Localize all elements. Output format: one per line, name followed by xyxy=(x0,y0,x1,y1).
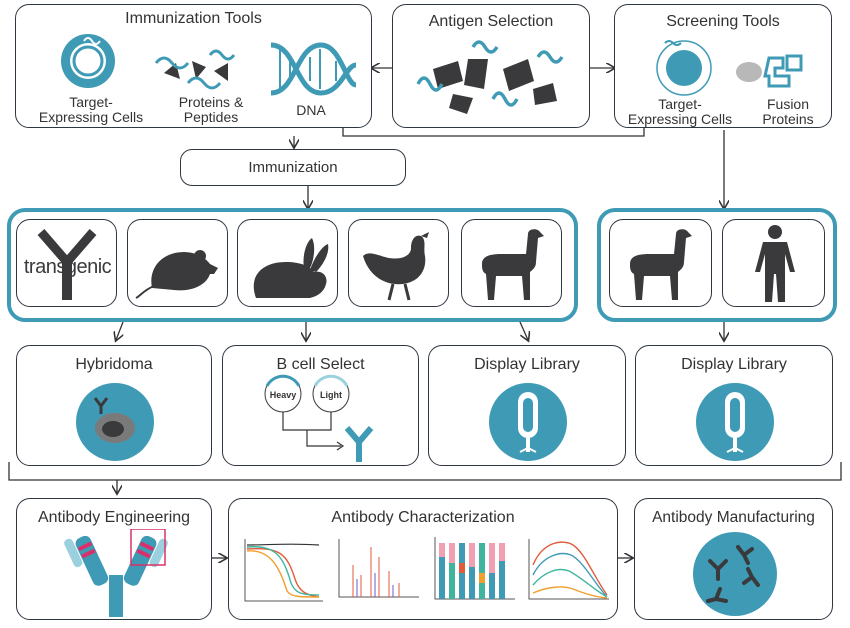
spectrum-plot-icon xyxy=(338,539,419,598)
screening-card-llama xyxy=(609,219,712,307)
antigen-protein-icon xyxy=(416,40,564,114)
host-card-llama xyxy=(461,219,562,307)
antibody-characterization-panel: Antibody Characterization xyxy=(228,498,618,620)
antigen-selection-title: Antigen Selection xyxy=(428,13,554,30)
screening-tools-panel: Screening Tools Target- Expressing Cells… xyxy=(614,4,832,128)
screening-tools-title: Screening Tools xyxy=(666,13,780,30)
host-card-transgenic: transgenic xyxy=(16,219,117,307)
binding-curve-plot-icon xyxy=(244,539,323,602)
display-library-panel-1: Display Library xyxy=(428,345,626,466)
immunization-tools-panel: Immunization Tools Target- Expressing Ce… xyxy=(15,4,372,128)
stacked-bar-plot-icon xyxy=(434,537,515,600)
hybridoma-panel: Hybridoma xyxy=(16,345,212,466)
fusion-proteins-label: Fusion Proteins xyxy=(762,96,814,127)
hybridoma-title: Hybridoma xyxy=(75,356,153,373)
immunization-label: Immunization xyxy=(248,159,338,176)
bcell-select-panel: B cell Select Heavy Light xyxy=(222,345,419,466)
host-card-rabbit xyxy=(237,219,338,307)
screening-card-human xyxy=(722,219,825,307)
proteins-peptides-label: Proteins & Peptides xyxy=(178,94,244,125)
target-cell-icon xyxy=(61,34,115,88)
host-card-chicken xyxy=(348,219,449,307)
antibody-engineering-panel: Antibody Engineering xyxy=(16,498,212,620)
dna-label: DNA xyxy=(296,102,326,118)
host-animals-group xyxy=(7,208,578,322)
immunization-step: Immunization xyxy=(180,149,406,186)
bioreactor-antibodies-icon xyxy=(693,532,777,616)
engineered-antibody-icon xyxy=(64,529,168,617)
chicken-icon xyxy=(363,232,429,301)
immunization-target-cells-label: Target- Expressing Cells xyxy=(38,94,144,125)
light-label: Light xyxy=(320,390,342,400)
display-library-title-2: Display Library xyxy=(681,356,787,373)
bcell-select-title: B cell Select xyxy=(276,356,365,373)
heavy-label: Heavy xyxy=(269,390,297,400)
phage-icon xyxy=(489,383,567,461)
immunization-tools-title: Immunization Tools xyxy=(125,10,262,27)
screening-target-cells-label: Target- Expressing Cells xyxy=(627,96,733,127)
kinetics-plot-icon xyxy=(528,539,609,600)
antibody-manufacturing-title: Antibody Manufacturing xyxy=(652,509,815,526)
display-library-title-1: Display Library xyxy=(474,356,580,373)
antibody-characterization-title: Antibody Characterization xyxy=(331,509,515,526)
phage-icon xyxy=(696,383,774,461)
hybridoma-cell-icon xyxy=(76,383,154,461)
mouse-icon xyxy=(135,250,218,299)
human-icon xyxy=(755,225,795,302)
screening-cell-icon xyxy=(656,40,712,96)
transgenic-icon xyxy=(37,229,97,300)
antigen-selection-panel: Antigen Selection xyxy=(392,4,590,128)
bcell-diagram xyxy=(264,374,374,462)
dna-icon xyxy=(270,42,357,96)
screening-hosts-group xyxy=(597,208,837,322)
transgenic-label: transgenic xyxy=(23,256,112,278)
fusion-protein-icon xyxy=(736,54,803,88)
antibody-engineering-title: Antibody Engineering xyxy=(37,509,191,526)
display-library-panel-2: Display Library xyxy=(635,345,833,466)
antibody-manufacturing-panel: Antibody Manufacturing xyxy=(634,498,833,620)
llama-icon xyxy=(482,229,544,300)
rabbit-icon xyxy=(253,238,329,298)
host-card-mouse xyxy=(127,219,228,307)
llama-icon xyxy=(630,229,692,300)
proteins-icon xyxy=(154,49,236,90)
